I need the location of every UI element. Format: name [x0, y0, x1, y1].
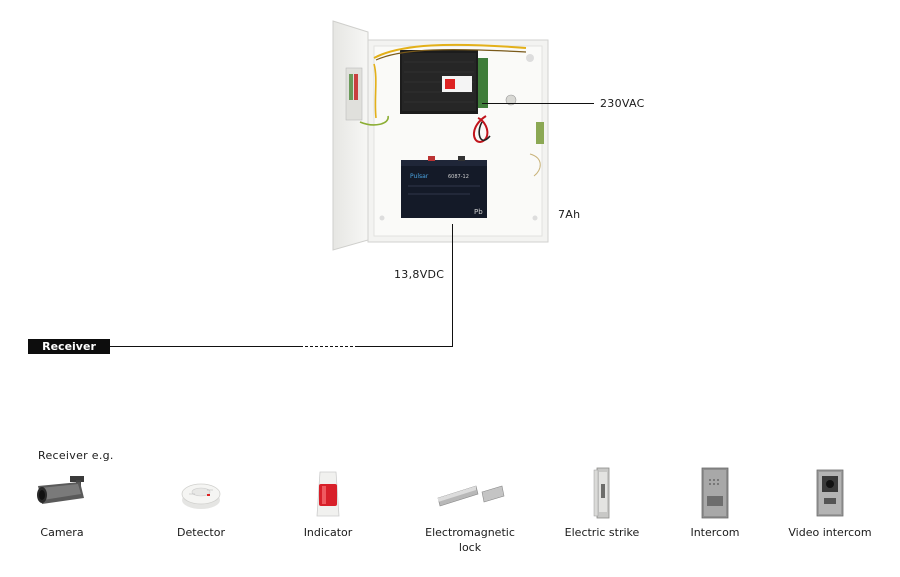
enclosure-door — [332, 20, 369, 251]
battery-capacity-label: 7Ah — [558, 208, 581, 221]
electric-strike-icon — [593, 467, 610, 519]
device-label: Intercom — [690, 526, 740, 539]
ac-input-wire — [482, 103, 594, 104]
device-indicator: Indicator — [286, 470, 370, 540]
receiver-box: Receiver — [28, 339, 110, 354]
receiver-examples-label: Receiver e.g. — [38, 449, 114, 462]
device-label: Electromagnetic lock — [425, 526, 515, 554]
receiver-wire-right — [358, 346, 453, 347]
device-camera: Camera — [20, 470, 104, 540]
psu-enclosure-illustration: Pulsar 6087-12 Pb — [332, 20, 549, 251]
receiver-wire-dashed — [300, 346, 358, 347]
device-electromagnetic-lock: Electromagnetic lock — [410, 470, 530, 555]
siren-icon — [316, 471, 340, 517]
device-label: Indicator — [303, 526, 353, 539]
battery-pb: Pb — [474, 208, 483, 216]
video-intercom-icon — [816, 469, 844, 517]
device-label: Video intercom — [788, 526, 872, 539]
device-label: Electric strike — [564, 526, 640, 539]
receiver-wire-left — [110, 346, 300, 347]
ac-input-label: 230VAC — [600, 97, 645, 110]
magnetic-lock-icon — [437, 485, 505, 507]
psu-enclosure: Pulsar 6087-12 Pb — [330, 18, 552, 252]
device-label: Detector — [177, 526, 225, 539]
battery — [401, 160, 487, 218]
camera-icon — [37, 476, 84, 504]
device-electric-strike: Electric strike — [556, 466, 648, 540]
device-video-intercom: Video intercom — [780, 466, 880, 540]
dc-output-label: 13,8VDC — [394, 268, 445, 281]
dc-output-wire-vertical — [452, 224, 453, 347]
battery-brand: Pulsar — [410, 173, 429, 180]
device-intercom: Intercom — [675, 466, 755, 540]
device-detector: Detector — [159, 470, 243, 540]
device-label: Camera — [40, 526, 84, 539]
intercom-icon — [701, 467, 729, 519]
battery-model: 6087-12 — [448, 174, 469, 180]
smoke-detector-icon — [181, 483, 221, 509]
